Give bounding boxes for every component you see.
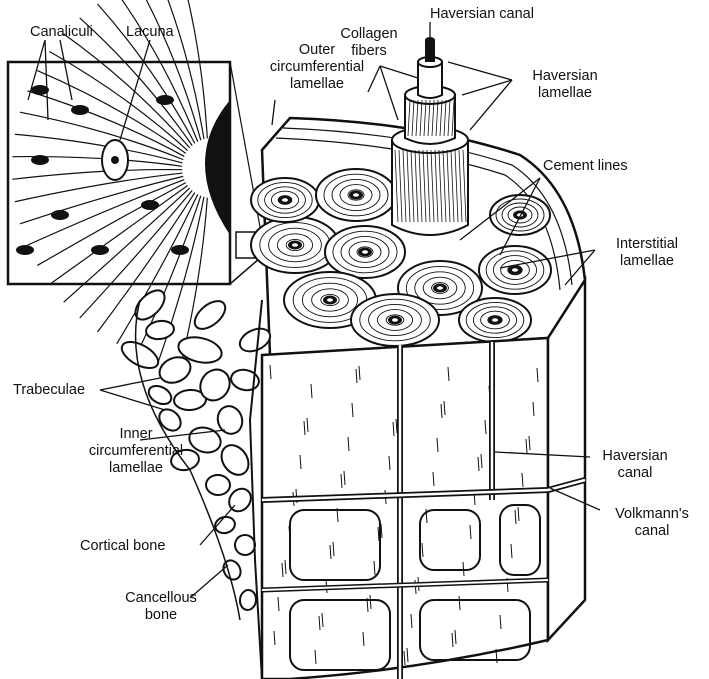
trabecula xyxy=(190,296,230,334)
lacuna-mark xyxy=(91,245,109,255)
label-trabeculae: Trabeculae xyxy=(13,382,85,399)
lacuna-mark xyxy=(171,245,189,255)
osteon xyxy=(479,246,551,294)
label-volkmanns-canal: Volkmann's canal xyxy=(604,506,700,540)
label-inner-circumferential-lamellae: Inner circumferential lamellae xyxy=(76,426,196,477)
osteon xyxy=(490,195,550,235)
label-cement-lines: Cement lines xyxy=(543,158,628,175)
lacuna-mark xyxy=(16,245,34,255)
label-cortical-bone: Cortical bone xyxy=(80,538,165,555)
label-haversian-canal-top: Haversian canal xyxy=(430,6,534,23)
lacuna-mark xyxy=(71,105,89,115)
trabecula xyxy=(118,337,163,374)
label-haversian-canal-side: Haversian canal xyxy=(592,448,678,482)
osteon xyxy=(459,298,531,342)
label-collagen-fibers: Collagen fibers xyxy=(330,26,408,60)
osteon xyxy=(351,294,439,346)
trabecula xyxy=(229,367,261,392)
label-haversian-lamellae: Haversian lamellae xyxy=(518,68,612,102)
label-lacuna: Lacuna xyxy=(126,24,174,41)
lacuna-mark xyxy=(51,210,69,220)
trabecula xyxy=(216,440,254,480)
lacuna-mark xyxy=(31,155,49,165)
osteon xyxy=(316,169,396,221)
trabecula xyxy=(239,589,257,611)
lacuna-mark xyxy=(141,200,159,210)
trabecula xyxy=(145,319,175,341)
label-interstitial-lamellae: Interstitial lamellae xyxy=(597,236,697,270)
osteon xyxy=(325,226,405,278)
lacuna-mark xyxy=(156,95,174,105)
osteon xyxy=(251,178,319,222)
label-cancellous-bone: Cancellous bone xyxy=(116,590,206,624)
telescoped-osteon xyxy=(392,37,468,235)
trabecula xyxy=(206,475,231,496)
label-canaliculi: Canaliculi xyxy=(30,24,93,41)
trabecula xyxy=(214,403,246,437)
trabecula xyxy=(220,557,244,582)
